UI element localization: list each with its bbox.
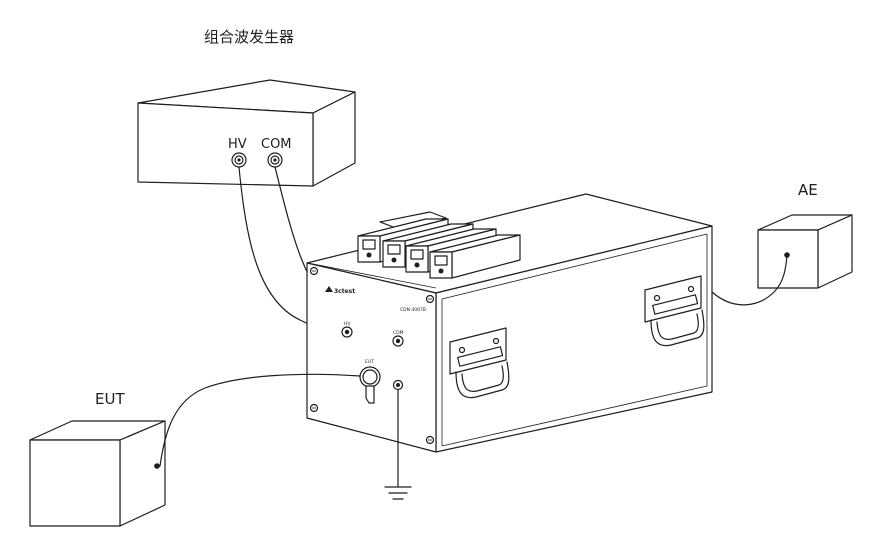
cdn-hv-label: HV [344,321,351,327]
generator-com-terminal[interactable] [267,152,283,168]
ae-cable [711,254,788,306]
cdn-eut-label: EUT [365,359,374,365]
generator-front-face [137,102,314,187]
cdn-com-terminal[interactable] [392,335,404,347]
cdn-com-label: COM [393,330,404,336]
eut-port[interactable] [154,463,160,469]
generator-hv-terminal[interactable] [231,152,247,168]
generator-com-label: COM [261,137,292,152]
handle-icon[interactable] [449,327,510,399]
cdn-device: 3ctest CDN 4007B HV COM EUT [306,193,713,453]
eut-box [29,420,166,527]
cdn-ground-terminal[interactable] [392,379,404,391]
screw-icon [309,403,319,413]
ae-box [757,214,853,289]
cdn-front-panel [306,262,437,453]
brand-text: 3ctest [334,288,355,295]
ae-label: AE [798,181,818,199]
diagram-title: 组合波发生器 [204,28,294,46]
eut-label: EUT [95,390,125,408]
ground-icon [384,486,412,500]
cdn-eut-connector[interactable] [359,366,381,404]
brand-logo: 3ctest [325,286,355,295]
handle-icon[interactable] [644,275,705,347]
screw-icon [425,294,435,304]
screw-icon [309,266,319,276]
generator-box: HV COM [137,79,356,187]
cdn-model-label: CDN 4007B [400,307,426,313]
cdn-top-bracket [379,211,447,229]
cdn-hv-terminal[interactable] [341,326,353,338]
coupling-module-4 [429,234,521,279]
generator-hv-label: HV [228,137,247,152]
screw-icon [425,435,435,445]
eut-cable [159,373,361,467]
